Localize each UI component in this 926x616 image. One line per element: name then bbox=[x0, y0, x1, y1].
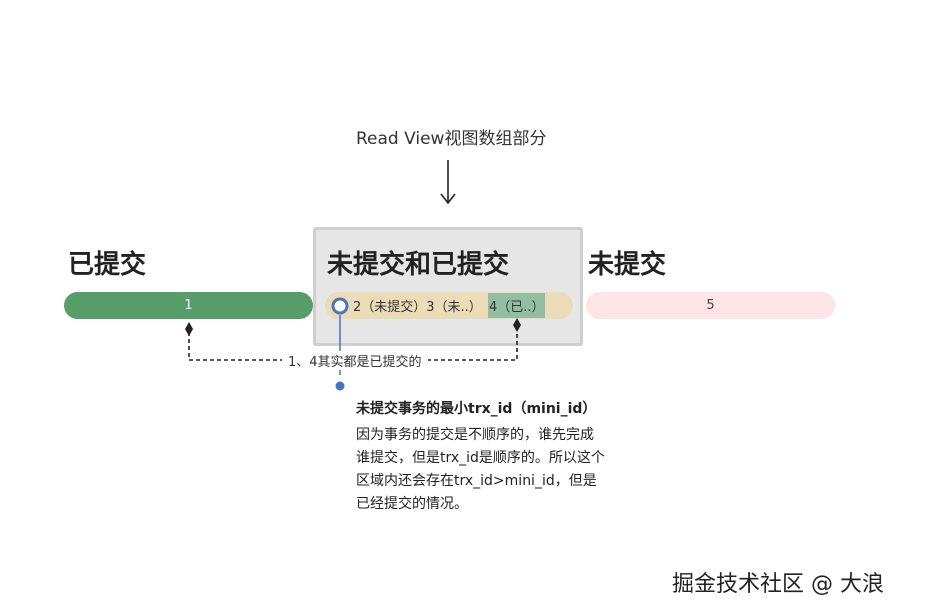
down-arrow-icon bbox=[440, 160, 456, 205]
committed-bar-value: 1 bbox=[184, 298, 193, 313]
watermark: 掘金技术社区 @ 大浪 bbox=[672, 572, 884, 597]
callout-title: 未提交事务的最小trx_id（mini_id） bbox=[356, 401, 597, 417]
mixed-title: 未提交和已提交 bbox=[327, 250, 510, 280]
callout-body: 因为事务的提交是不顺序的，谁先完成谁提交，但是trx_id是顺序的。所以这个区域… bbox=[356, 427, 605, 512]
committed-bar: 1 bbox=[64, 292, 313, 319]
mixed-bar-committed-segment bbox=[488, 293, 545, 318]
read-view-label: Read View视图数组部分 bbox=[356, 129, 547, 149]
mixed-bar-item-committed: 4（已..） bbox=[489, 300, 545, 315]
mixed-bar-item-uncommitted: 2（未提交）3（未..） bbox=[353, 300, 482, 315]
connector-annotation: 1、4其实都是已提交的 bbox=[282, 351, 428, 370]
mixed-region-box bbox=[313, 227, 583, 346]
uncommitted-bar: 5 bbox=[586, 292, 835, 319]
uncommitted-title: 未提交 bbox=[588, 250, 667, 280]
uncommitted-bar-value: 5 bbox=[706, 298, 715, 313]
committed-title: 已提交 bbox=[68, 250, 147, 280]
